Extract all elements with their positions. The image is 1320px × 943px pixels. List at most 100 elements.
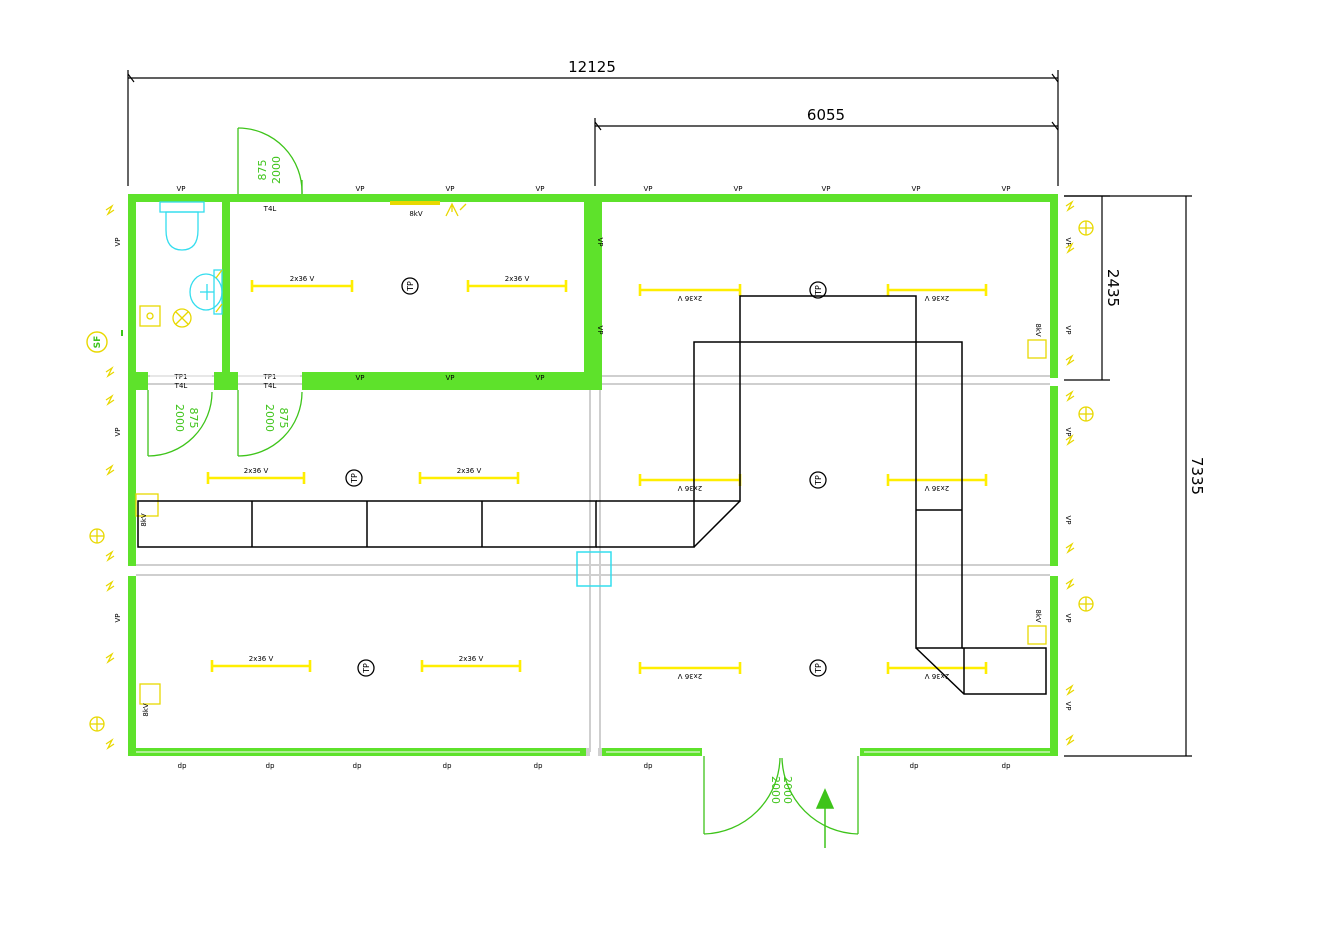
bathroom-fixtures <box>159 201 223 315</box>
tp-label: TP <box>814 475 823 486</box>
light-fitting-icon <box>172 308 192 328</box>
wall-tag: VP <box>733 185 742 193</box>
wall-tag: dp <box>442 762 451 770</box>
lamp-label: 2x36 V <box>459 655 484 663</box>
tag-tp1-right: TP1 <box>263 373 277 381</box>
lamp-labels: 2x36 V 2x36 V 2x36 V 2x36 V 2x36 V 2x36 V 2x36… <box>244 275 950 680</box>
wall-tag: VP <box>643 185 652 193</box>
door-inner-right-height: 2000 <box>263 404 276 432</box>
door-inner-left-width: 875 <box>187 408 200 429</box>
wall-tag: dp <box>643 762 652 770</box>
door-main-height: 2000 <box>781 776 794 804</box>
counter-middle <box>596 295 917 548</box>
door-wc-top-height: 2000 <box>270 156 283 184</box>
tp-circle <box>345 469 363 487</box>
outside-symbols <box>89 200 1094 750</box>
socket-icon <box>139 305 161 327</box>
tp-label: TP <box>814 285 823 296</box>
wall-tag: VP <box>1064 701 1072 710</box>
lamps <box>206 280 988 674</box>
furniture <box>137 295 1047 695</box>
tag-tp1-left: TP1 <box>174 373 188 381</box>
tag-t4l-left: T4L <box>174 382 188 390</box>
wall-tag: dp <box>533 762 542 770</box>
wall-tag: VP <box>821 185 830 193</box>
lamp-label: 2x36 V <box>505 275 530 283</box>
toilet-icon <box>165 211 199 251</box>
tp-label: TP <box>406 281 415 292</box>
lamp-label: 2x36 V <box>244 467 269 475</box>
door-main-height-2: 2000 <box>769 776 782 804</box>
wall-tag: VP <box>596 237 604 246</box>
tp-label: TP <box>362 663 371 674</box>
wall-tag: VP <box>535 374 544 382</box>
dim-right-width: 6055 <box>807 106 845 124</box>
wall-tag: dp <box>1001 762 1010 770</box>
lamp-label: 2x36 V <box>925 294 950 302</box>
wall-tag: VP <box>114 613 122 622</box>
door-main <box>703 756 859 835</box>
tag-t4l-right: T4L <box>263 382 277 390</box>
lamp-label: 2x36 V <box>678 294 703 302</box>
grid-lines <box>136 375 1050 752</box>
counter-bottom-right <box>915 647 1047 695</box>
tp-circle <box>809 659 827 677</box>
socket-label-left: 8kV <box>140 513 148 527</box>
tp-circle <box>401 277 419 295</box>
lamp-label: 2x36 V <box>290 275 315 283</box>
wall-tag: VP <box>114 427 122 436</box>
socket-boxes <box>135 201 1047 705</box>
lamp-label: 2x36 V <box>678 672 703 680</box>
column <box>576 551 612 587</box>
wall-tag: VP <box>1001 185 1010 193</box>
wall-tag: VP <box>445 185 454 193</box>
wall-tag: VP <box>1064 515 1072 524</box>
wall-tag: VP <box>911 185 920 193</box>
wall-tag: dp <box>177 762 186 770</box>
door-inner-right <box>237 390 303 457</box>
socket-label-right-2: 8kV <box>1034 609 1042 623</box>
entrance-arrow-icon <box>815 788 835 848</box>
wall-tag: VP <box>1064 237 1072 246</box>
lamp-label: 2x36 V <box>249 655 274 663</box>
tp-circle <box>357 659 375 677</box>
door-inner-right-width: 875 <box>277 408 290 429</box>
wall-tag: dp <box>352 762 361 770</box>
dimension-lines <box>127 70 1192 757</box>
tag-t4l-top: T4L <box>263 205 277 213</box>
lamp-label: 2x36 V <box>457 467 482 475</box>
lamp-label: 2x36 V <box>925 484 950 492</box>
wall-tag: VP <box>596 325 604 334</box>
socket-label-top: 8kV <box>409 210 423 218</box>
wall-tag: VP <box>355 185 364 193</box>
door-inner-left-height: 2000 <box>173 404 186 432</box>
door-wc-top-width: 875 <box>256 160 269 181</box>
door-wc-top <box>237 127 303 195</box>
dim-overall-width: 12125 <box>568 58 616 76</box>
door-inner-left <box>147 390 213 457</box>
dim-right-upper-height: 2435 <box>1104 269 1122 307</box>
wall-tag: VP <box>1064 427 1072 436</box>
counter-right <box>915 341 963 649</box>
tp-label: TP <box>814 663 823 674</box>
wall-tag: VP <box>535 185 544 193</box>
wall-tag: dp <box>909 762 918 770</box>
dim-overall-height: 7335 <box>1188 457 1206 495</box>
socket-label-left-2: 8kV <box>142 703 150 717</box>
wall-tag: VP <box>176 185 185 193</box>
toilet-tank <box>159 201 205 213</box>
wall-tag: VP <box>114 237 122 246</box>
door-tags: T4L TP1 T4L TP1 T4L <box>150 205 300 390</box>
tp-circle <box>809 471 827 489</box>
walls <box>128 194 1058 756</box>
tp-circle <box>809 281 827 299</box>
wall-tag: VP <box>1064 613 1072 622</box>
tp-label: TP <box>350 473 359 484</box>
wall-tag: VP <box>445 374 454 382</box>
wall-tag: VP <box>355 374 364 382</box>
dimension-ticks <box>127 73 1059 131</box>
lamp-label: 2x36 V <box>925 672 950 680</box>
socket-label-right: 8kV <box>1034 323 1042 337</box>
